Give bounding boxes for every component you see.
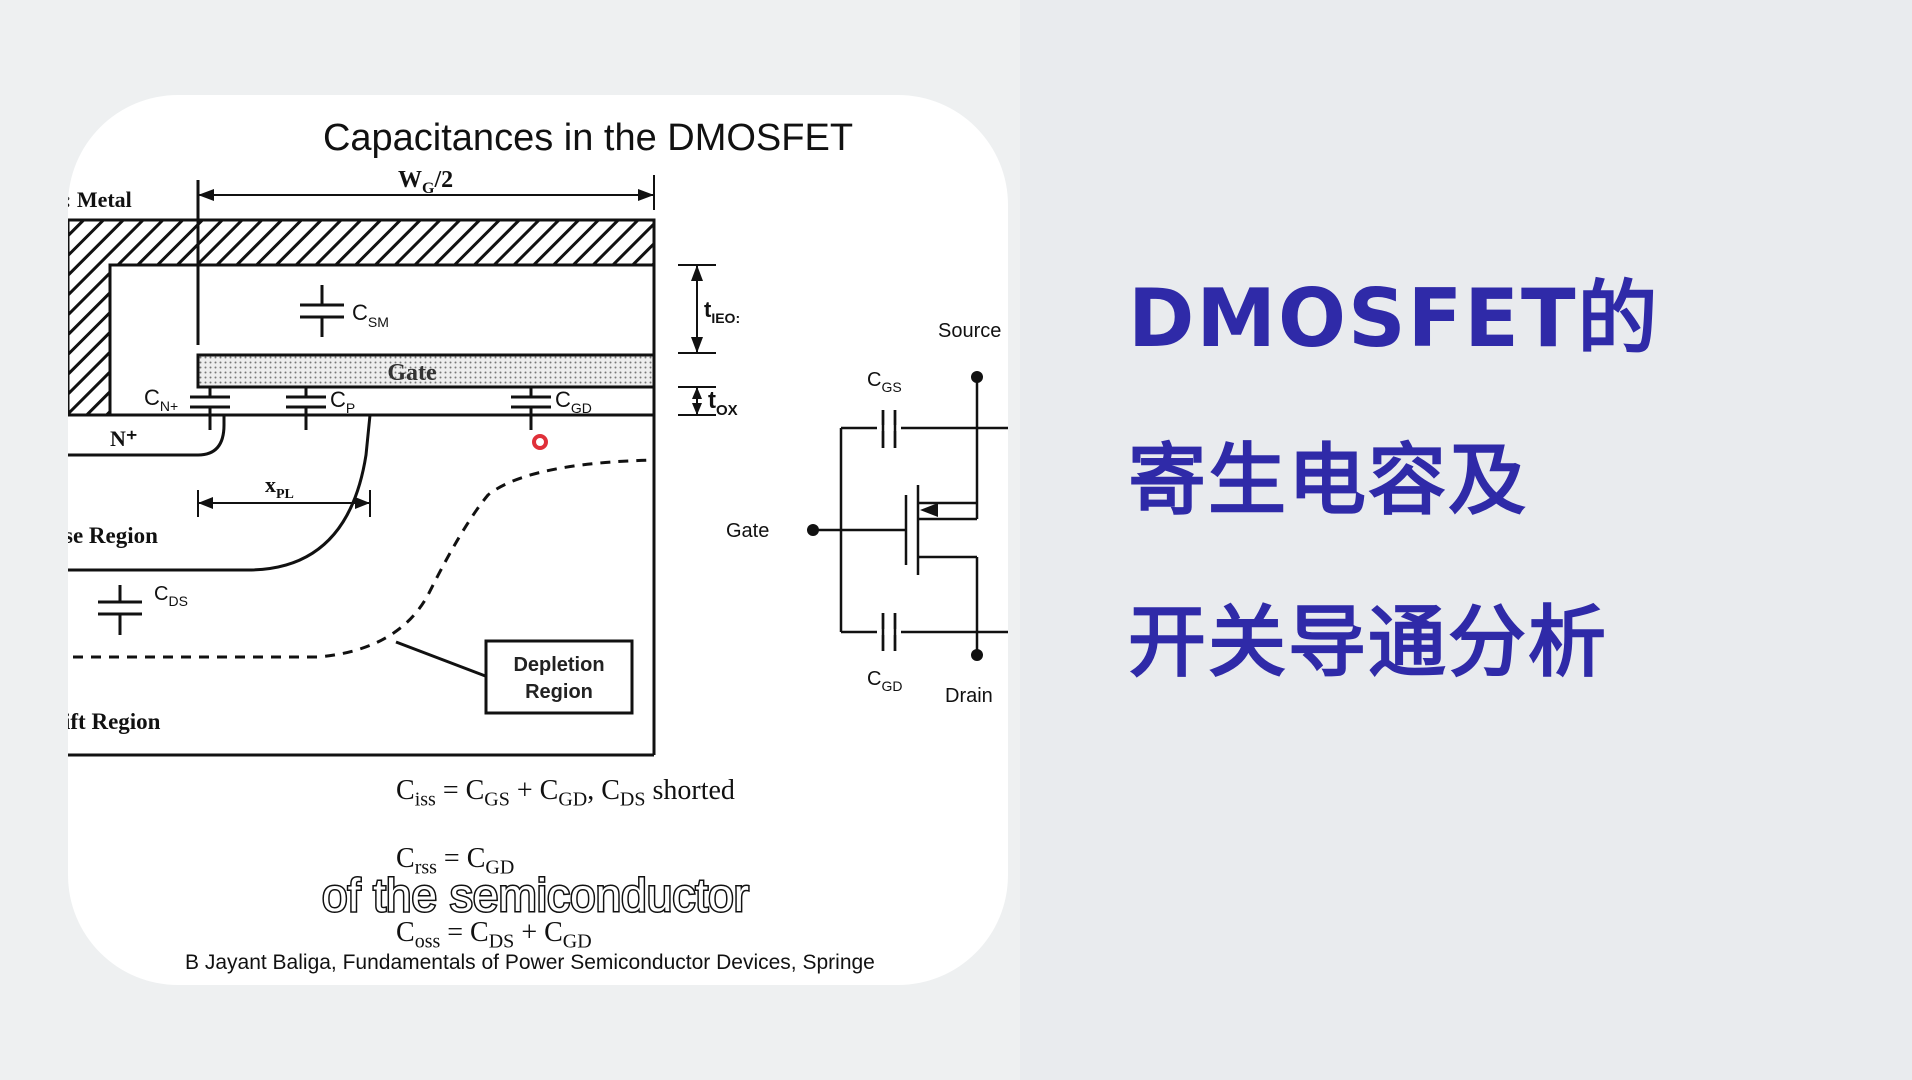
heading-line-3: 开关导通分析 bbox=[1128, 598, 1609, 688]
gate-electrode bbox=[196, 353, 656, 389]
circuit-source-label: Source bbox=[938, 320, 1001, 342]
cursor-marker bbox=[532, 434, 548, 450]
nplus-region bbox=[68, 415, 226, 457]
background-right bbox=[1020, 0, 1912, 1080]
isolation-oxide bbox=[108, 263, 656, 417]
citation: B Jayant Baliga, Fundamentals of Power S… bbox=[185, 951, 875, 974]
metal-label: : Metal bbox=[68, 187, 132, 212]
cp-capacitor bbox=[286, 387, 326, 430]
slide-title: Capacitances in the DMOSFET bbox=[322, 117, 854, 159]
cds-label: CDS bbox=[154, 583, 188, 609]
source-terminal bbox=[971, 371, 983, 383]
circuit-cgs-label: CGS bbox=[867, 369, 902, 395]
pbase-region bbox=[68, 414, 372, 572]
equation-crss: Crss = CGD bbox=[396, 843, 515, 879]
circuit-drain-label: Drain bbox=[945, 685, 993, 707]
tieo-label: tIEO: bbox=[704, 297, 740, 326]
slide-card: Capacitances in the DMOSFET Gate bbox=[68, 95, 1008, 985]
heading-line-1: DMOSFET的 bbox=[1128, 272, 1660, 365]
drift-region-label: ift Region bbox=[68, 709, 161, 734]
xpl-label: xPL bbox=[265, 472, 294, 502]
source-arrow bbox=[920, 503, 938, 517]
cn-capacitor bbox=[190, 387, 230, 430]
depletion-line1: Depletion bbox=[513, 654, 604, 676]
cgd-capacitor bbox=[511, 387, 551, 430]
cgd-label: CGD bbox=[555, 387, 592, 416]
base-region-label: se Region bbox=[68, 523, 158, 548]
depletion-line2: Region bbox=[525, 681, 593, 703]
circuit-cgd-label: CGD bbox=[867, 668, 902, 694]
heading-line-2: 寄生电容及 bbox=[1128, 436, 1529, 526]
equation-coss: Coss = CDS + CGD bbox=[396, 917, 592, 953]
depletion-boundary bbox=[73, 458, 655, 659]
tox-label: tOX bbox=[708, 387, 738, 419]
depletion-region-box bbox=[484, 639, 634, 715]
cp-label: CP bbox=[330, 387, 355, 416]
gate-label: Gate bbox=[387, 360, 437, 386]
cn-label: CN+ bbox=[144, 385, 178, 414]
cds-capacitor bbox=[98, 585, 142, 635]
drain-terminal bbox=[971, 649, 983, 661]
csm-label: CSM bbox=[352, 300, 389, 330]
dmosfet-diagram: Gate WG/2 : Metal CSM bbox=[68, 167, 1008, 757]
nplus-label: N⁺ bbox=[110, 426, 138, 451]
video-subtitle: of the semiconductor bbox=[320, 868, 750, 923]
wg-label: WG/2 bbox=[398, 167, 453, 197]
equation-ciss: Ciss = CGS + CGD, CDS shorted bbox=[396, 775, 735, 811]
gate-terminal bbox=[807, 524, 819, 536]
csm-capacitor bbox=[300, 285, 344, 337]
mosfet-circuit bbox=[813, 377, 1008, 655]
circuit-gate-label: Gate bbox=[726, 520, 769, 542]
